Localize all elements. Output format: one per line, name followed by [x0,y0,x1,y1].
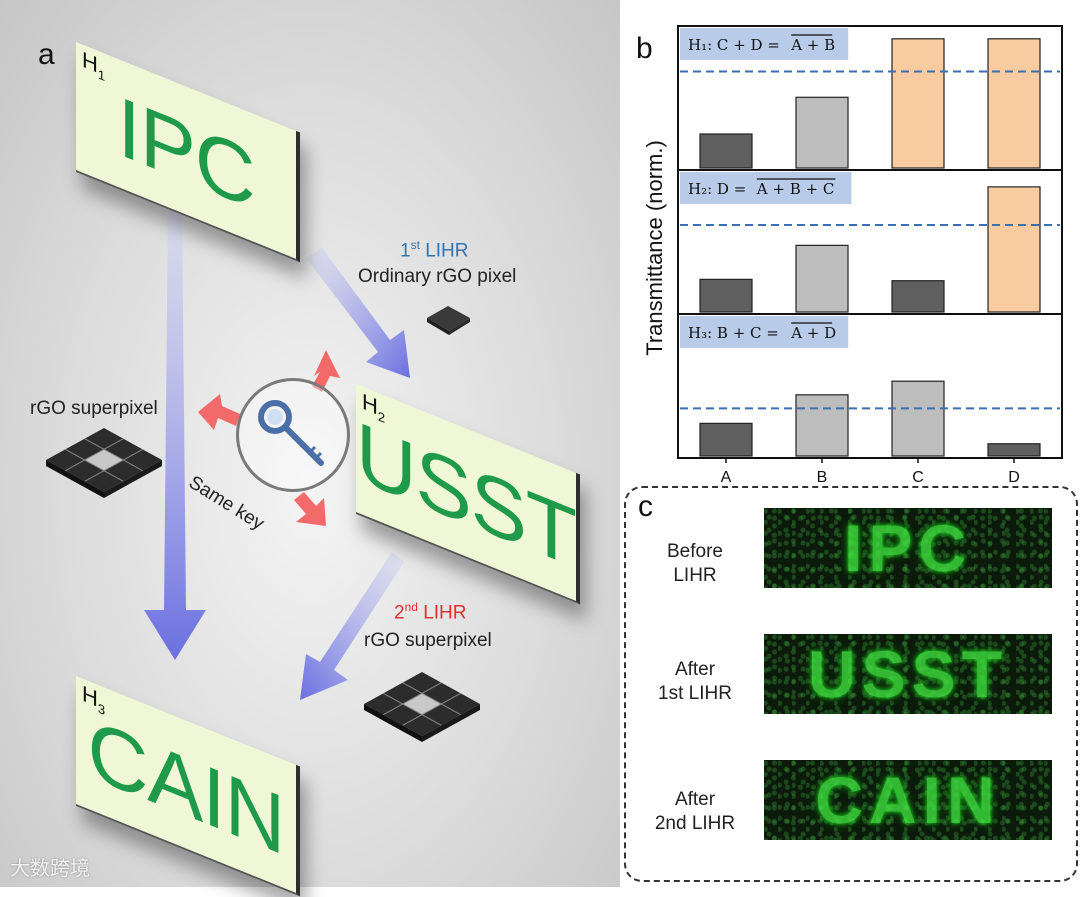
bar-h3-D [987,443,1041,457]
x-tick-label-A: A [721,469,732,486]
equation-h1: H₁: C + D = [688,36,780,54]
equation-h3: H₃: B + C = [688,324,779,342]
bar-h1-B [795,96,849,169]
panel-a-arrows [46,210,480,742]
hologram-reconstruction-image-3: CAIN [764,760,1052,840]
flow-arrow-1st-lihr [306,248,410,378]
bar-h3-A [699,422,753,457]
equation-h2: H₂: D = [688,180,746,198]
equation-box-h2 [680,172,852,204]
bar-h2-C [891,280,945,313]
bar-h2-B [795,244,849,313]
watermark: 大数跨境 [10,858,90,880]
equation-overline-text-h1: A + B [790,36,835,54]
panel-b: b Transmittance (norm.) H₁: C + D = A + … [620,0,1080,490]
panel-c-label: c [638,490,653,523]
hologram-reconstruction-image-2: USST [764,634,1052,714]
hologram-reconstruction-image-1: IPC [764,508,1052,588]
lihr1-title: 1st LIHR [400,238,469,262]
red-arrow-up [312,350,340,392]
ordinary-pixel-icon [427,306,470,335]
red-arrow-down [294,492,326,526]
y-axis-label: Transmittance (norm.) [642,140,667,356]
bar-h2-D [987,186,1041,313]
flow-arrow-2nd-lihr [300,552,404,700]
equation-overline-text-h3: A + D [790,324,836,342]
lihr2-desc: rGO superpixel [364,630,492,651]
flow-arrow-h1-h3 [144,210,206,660]
key-icon [258,400,324,466]
x-tick-label-C: C [912,469,924,486]
bar-h1-C [891,38,945,169]
equation-box-h1 [680,28,849,60]
panel-a: a H1 IPC H2 USST H3 CAIN 1st LIHR Ordina… [0,0,620,897]
x-tick-label-B: B [817,469,828,486]
bar-h3-B [795,394,849,457]
bar-h1-A [699,133,753,169]
panel-b-label: b [636,32,653,65]
superpixel-label: rGO superpixel [30,398,158,419]
equation-box-h3 [680,316,849,348]
panel-a-label: a [38,38,55,71]
red-arrow-left [198,394,240,430]
bar-h3-C [891,380,945,457]
lihr1-desc: Ordinary rGO pixel [358,266,517,287]
transmittance-chart: Transmittance (norm.) H₁: C + D = A + B H… [642,25,1063,486]
equation-overline-text-h2: A + B + C [756,180,835,198]
bar-h2-A [699,278,753,313]
x-tick-label-D: D [1008,469,1020,486]
lihr2-title: 2nd LIHR [394,600,467,624]
superpixel-grid-icon-left [46,428,162,498]
superpixel-grid-icon-right [364,672,480,742]
bar-h1-D [987,38,1041,169]
magnifier-icon [236,378,350,492]
